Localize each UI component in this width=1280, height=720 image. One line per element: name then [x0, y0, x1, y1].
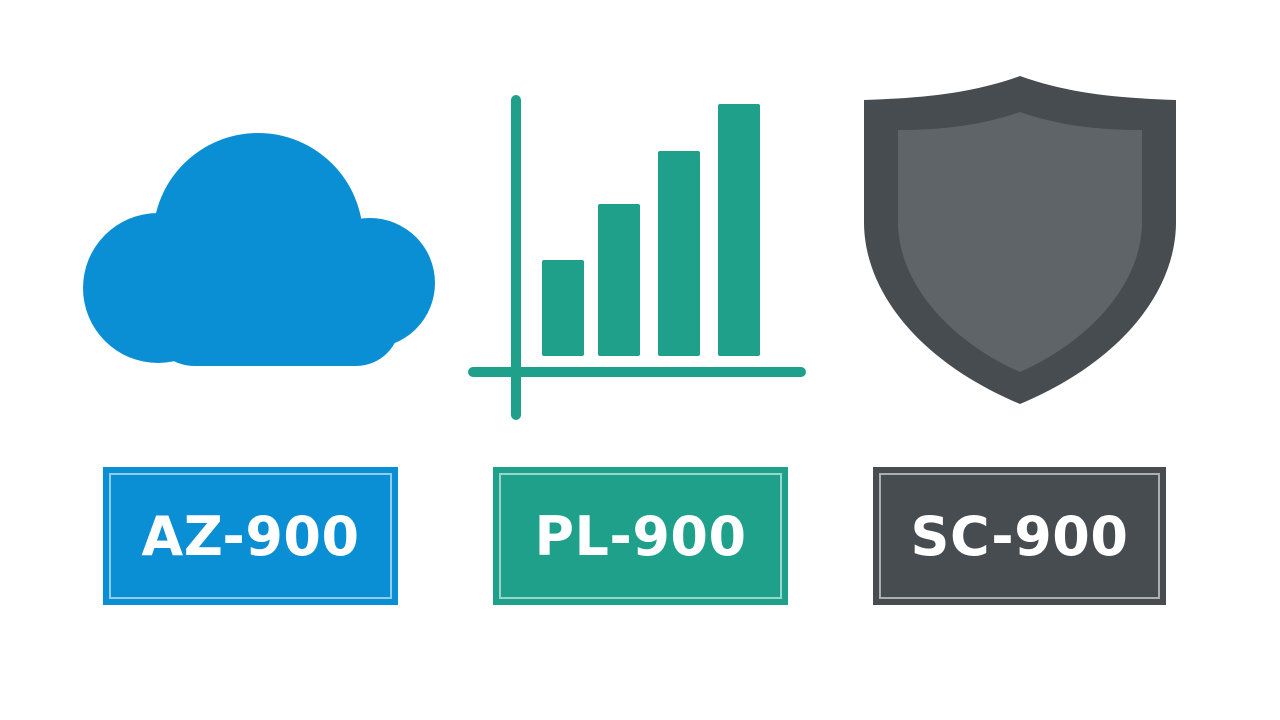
az-900-label: AZ-900 [141, 504, 360, 568]
pl-900-label: PL-900 [534, 504, 747, 568]
sc-900-badge: SC-900 [873, 467, 1166, 605]
cloud-icon [83, 133, 435, 366]
az-900-badge: AZ-900 [103, 467, 398, 605]
bar-chart-icon [468, 95, 806, 420]
sc-900-label: SC-900 [910, 504, 1129, 568]
shield-icon [864, 76, 1176, 404]
pl-900-badge: PL-900 [493, 467, 788, 605]
